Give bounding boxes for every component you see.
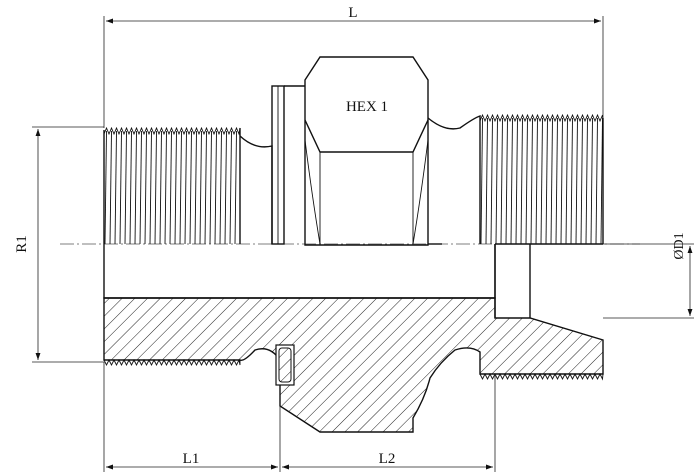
seal-ring [278,347,292,383]
thread-line [560,117,563,245]
left-neck [239,135,273,244]
thread-line [124,130,127,245]
hex-flat-lines [319,152,414,244]
bore-upper-wall [103,244,496,299]
thread-line [129,130,132,245]
lower-right-thread [479,372,604,381]
thread-crest [103,358,241,367]
thread-line [485,117,488,245]
thread-line [174,130,177,245]
thread-line [575,117,578,245]
dim-L1-label: L1 [183,451,200,467]
lower-left-thread [103,358,241,367]
thread-line [585,117,588,245]
thread-line [204,130,207,245]
thread-line [179,130,182,245]
left-thread-crests [103,126,241,136]
thread-line [184,130,187,245]
thread-line [600,117,603,245]
thread-line [490,117,493,245]
thread-line [209,130,212,245]
thread-line [109,130,112,245]
thread-line [580,117,583,245]
thread-line [510,117,513,245]
thread-line [219,130,222,245]
section-body [103,297,604,433]
counterbore-lines [494,244,531,318]
thread-line [555,117,558,245]
thread-line [545,117,548,245]
thread-line [119,130,122,245]
thread-line [525,117,528,245]
right-neck [427,115,481,244]
thread-line [139,130,142,245]
dim-R1-label: R1 [14,235,30,253]
thread-line [505,117,508,245]
thread-line [134,130,137,245]
thread-line [149,130,152,245]
right-thread-crests [479,113,604,123]
thread-line [114,130,117,245]
hex-label: HEX 1 [346,99,388,115]
thread-line [104,130,107,245]
hex-curves [304,139,429,245]
thread-line [234,130,237,245]
thread-line [590,117,593,245]
thread-line [169,130,172,245]
thread-line [164,130,167,245]
thread-crest [479,113,604,123]
thread-line [495,117,498,245]
hex-lower-chamfer [304,119,429,153]
dim-D1-label: ØD1 [672,232,687,259]
thread-line [224,130,227,245]
thread-line [530,117,533,245]
hex-outline [304,56,429,246]
thread-line [520,117,523,245]
thread-line [535,117,538,245]
thread-crest [479,372,604,381]
thread-line [540,117,543,245]
thread-line [199,130,202,245]
thread-line [189,130,192,245]
thread-line [194,130,197,245]
thread-line [480,117,483,245]
right-thread-lines [480,117,603,245]
left-thread-lines [104,130,237,245]
thread-line [154,130,157,245]
dim-L-label: L [348,5,357,21]
thread-line [229,130,232,245]
thread-line [144,130,147,245]
thread-line [500,117,503,245]
thread-crest [103,126,241,136]
thread-line [515,117,518,245]
dim-L2-label: L2 [379,451,396,467]
thread-line [550,117,553,245]
thread-line [159,130,162,245]
thread-line [565,117,568,245]
thread-line [570,117,573,245]
thread-line [595,117,598,245]
thread-line [214,130,217,245]
